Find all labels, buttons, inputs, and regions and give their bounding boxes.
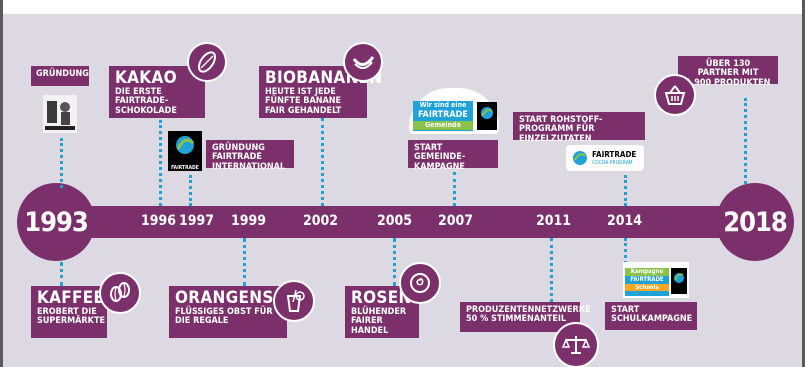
event-title: KAFFEE (37, 288, 105, 308)
year-label: 2011 (536, 213, 572, 229)
banana-icon (343, 42, 383, 82)
connector-dot (243, 238, 246, 286)
logo-line: Gemeinde (413, 121, 473, 130)
connector-dot (624, 175, 627, 206)
year-end-circle: 2018 (716, 183, 794, 261)
event-fti: GRÜNDUNG FAIRTRADE INTERNATIONAL (206, 140, 294, 172)
connector-dot (60, 262, 63, 286)
logo-line: FAIRTRADE (592, 150, 637, 159)
year-label: 2007 (438, 213, 474, 229)
timeline-bar (53, 206, 753, 238)
basket-icon (654, 74, 696, 116)
scales-icon (553, 322, 599, 367)
fairtrade-cocoa-logo: FAIRTRADE COCOA PROGRAM (566, 145, 644, 171)
event-orangensaft: ORANGENSAFT FLÜSSIGES OBST FÜR DIE REGAL… (169, 286, 308, 338)
event-rohstoff: START ROHSTOFF-PROGRAMM FÜR EINZELZUTATE… (513, 112, 645, 144)
connector-dot (453, 172, 456, 206)
fairtrade-gemeinde-logo: Wir sind eine FAIRTRADE Gemeinde (409, 88, 499, 134)
event-title: ROSEN (351, 288, 412, 308)
event-text: START SCHULKAMPAGNE (611, 305, 693, 325)
event-text: START GEMEINDE-KAMPAGNE (414, 143, 466, 172)
event-text: ÜBER 130 PARTNER MIT 1.900 PRODUKTEN (685, 59, 771, 88)
year-label: 2005 (377, 213, 413, 229)
event-partner: ÜBER 130 PARTNER MIT 1.900 PRODUKTEN (678, 56, 778, 88)
connector-dot (624, 238, 627, 264)
fairtrade-logo: FAIRTRADE (168, 131, 202, 171)
event-title: KAKAO (115, 68, 177, 88)
fairtrade-schools-logo: Kampagne FAIRTRADE Schools (623, 262, 689, 298)
year-end-label: 2018 (723, 206, 788, 238)
event-text: PRODUZENTENNETZWERKE 50 % STIMMENANTEIL (466, 305, 591, 325)
historic-photo (43, 95, 77, 133)
event-kaffee: KAFFEE EROBERT DIE SUPERMÄRKTE (31, 286, 107, 338)
rose-icon (399, 262, 441, 304)
event-title: GRÜNDUNG (36, 69, 89, 79)
event-title: ORANGENSAFT (175, 288, 308, 308)
connector-dot (550, 238, 553, 302)
event-text: HEUTE IST JEDE FÜNFTE BANANE FAIR GEHAND… (265, 86, 342, 116)
event-text: GRÜNDUNG FAIRTRADE INTERNATIONAL (212, 143, 286, 172)
event-rosen: ROSEN BLÜHENDER FAIRER HANDEL (345, 286, 419, 338)
event-schul: START SCHULKAMPAGNE (605, 302, 697, 330)
coffee-bean-icon (99, 272, 141, 314)
event-gemeinde: START GEMEINDE-KAMPAGNE (408, 140, 498, 172)
event-text: BLÜHENDER FAIRER HANDEL (351, 306, 407, 336)
event-text: START ROHSTOFF-PROGRAMM FÜR EINZELZUTATE… (519, 115, 603, 144)
event-kakao: KAKAO DIE ERSTE FAIRTRADE-SCHOKOLADE (109, 66, 205, 118)
event-text: DIE ERSTE FAIRTRADE-SCHOKOLADE (115, 86, 177, 116)
cacao-icon (187, 42, 227, 82)
year-start-label: 1993 (24, 206, 89, 238)
logo-line: Wir sind eine (419, 101, 467, 109)
event-text: EROBERT DIE SUPERMÄRKTE (37, 306, 106, 327)
fairtrade-logo-text: FAIRTRADE (171, 165, 199, 171)
top-band (3, 0, 802, 14)
connector-dot (60, 138, 63, 188)
connector-dot (393, 238, 396, 286)
logo-line: Kampagne (625, 268, 669, 276)
connector-dot (321, 118, 324, 206)
logo-line: COCOA PROGRAM (592, 160, 633, 166)
year-label: 2014 (607, 213, 643, 229)
year-label: 1999 (231, 213, 267, 229)
year-label: 1997 (179, 213, 215, 229)
year-label: 1996 (141, 213, 177, 229)
year-start-circle: 1993 (17, 183, 95, 261)
logo-line: FAIRTRADE (630, 275, 664, 283)
connector-dot (744, 98, 747, 184)
connector-dot (159, 120, 162, 206)
event-gruendung: GRÜNDUNG (31, 66, 89, 86)
logo-line: Schools (625, 283, 669, 292)
year-label: 2002 (303, 213, 339, 229)
connector-dot (189, 175, 192, 206)
juice-glass-icon (273, 280, 315, 322)
event-text: FLÜSSIGES OBST FÜR DIE REGALE (175, 306, 273, 327)
logo-line: FAIRTRADE (418, 109, 468, 120)
